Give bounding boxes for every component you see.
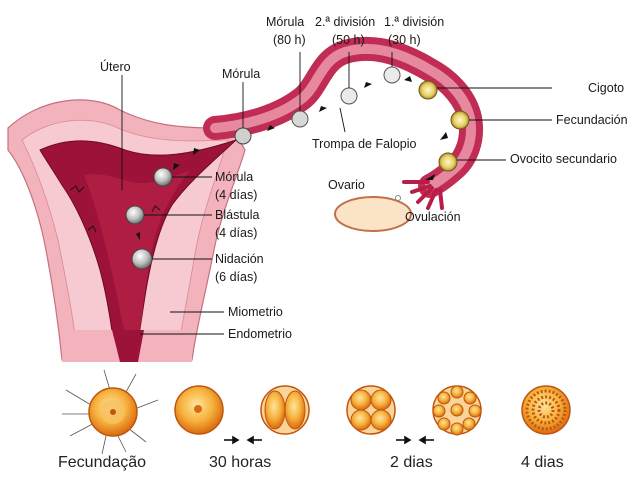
- stage-label-30horas: 30 horas: [209, 454, 271, 471]
- cell-1-division: [383, 66, 401, 84]
- path-arrows: [136, 76, 448, 240]
- label-div1-a: 1.ª división: [384, 15, 444, 29]
- stage-one-cell-image: [174, 385, 224, 435]
- leader-lines: [121, 52, 552, 335]
- ovulated-ovocyte: [395, 195, 401, 201]
- cell-morula-top: [234, 127, 252, 145]
- label-nidacion-b: (6 días): [215, 270, 257, 284]
- label-ovulacion: Ovulación: [405, 210, 461, 224]
- label-utero: Útero: [100, 59, 131, 74]
- cell-fecundacion: [450, 110, 470, 130]
- fimbriae: [402, 180, 444, 210]
- label-trompa: Trompa de Falopio: [312, 137, 416, 151]
- stage-morula-image: [521, 385, 571, 435]
- cell-ovocito: [438, 152, 458, 172]
- cell-blastula: [125, 205, 145, 225]
- stage-label-fecundacao: Fecundação: [58, 454, 146, 471]
- cell-morula-80h: [291, 110, 309, 128]
- arrows-30h: [224, 435, 262, 445]
- label-div1-b: (30 h): [388, 33, 421, 47]
- cell-morula-4dias: [153, 167, 173, 187]
- label-fecundacion: Fecundación: [556, 113, 628, 127]
- stage-eight-cell-image: [432, 385, 482, 436]
- stage-two-cell-image: [260, 385, 310, 435]
- label-morula4-a: Mórula: [215, 170, 253, 184]
- label-ovocito: Ovocito secundario: [510, 152, 617, 166]
- label-morula-80-a: Mórula: [266, 15, 304, 29]
- label-miometrio: Miometrio: [228, 305, 283, 319]
- stage-row: Fecundação 30 horas 2 dias 4 dias: [58, 369, 571, 471]
- endometrium-texture: [69, 185, 161, 264]
- stage-label-2dias: 2 dias: [390, 454, 433, 471]
- cervix-canal: [112, 330, 144, 362]
- label-cigoto: Cigoto: [588, 81, 624, 95]
- label-morula4-b: (4 días): [215, 188, 257, 202]
- label-blastula-a: Blástula: [215, 208, 260, 222]
- label-nidacion-a: Nidación: [215, 252, 264, 266]
- labels: Útero Mórula Mórula (80 h) 2.ª división …: [100, 15, 628, 341]
- label-div2-b: (50 h): [332, 33, 365, 47]
- label-morula-top: Mórula: [222, 67, 260, 81]
- label-morula-80-b: (80 h): [273, 33, 306, 47]
- stage-four-cell-image: [346, 385, 396, 435]
- label-ovario: Ovario: [328, 178, 365, 192]
- cell-cigoto: [418, 80, 438, 100]
- stage-fecundation-image: [62, 369, 159, 455]
- uterus: [7, 99, 246, 362]
- tube-cells: [125, 66, 470, 270]
- cell-2-division: [340, 87, 358, 105]
- cell-nidacion: [131, 248, 153, 270]
- arrows-2dias: [396, 435, 434, 445]
- label-div2-a: 2.ª división: [315, 15, 375, 29]
- stage-label-4dias: 4 dias: [521, 454, 564, 471]
- label-blastula-b: (4 días): [215, 226, 257, 240]
- ovary: [334, 196, 412, 232]
- label-endometrio: Endometrio: [228, 327, 292, 341]
